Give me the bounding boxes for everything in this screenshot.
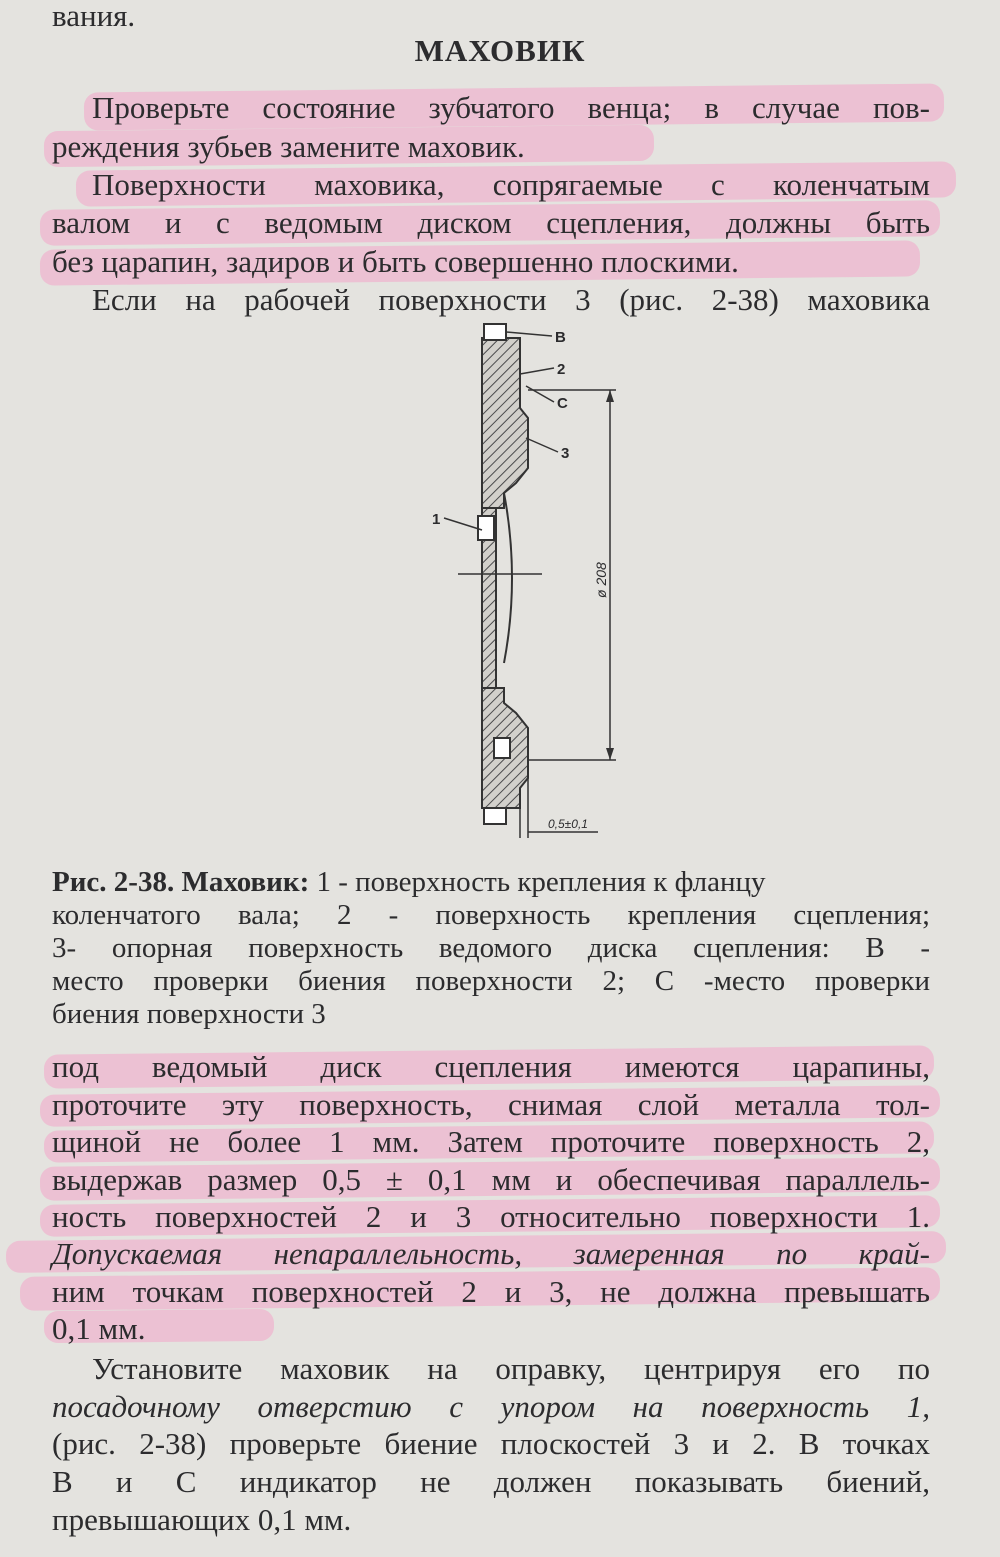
- text-line: превышающих 0,1 мм.: [52, 1502, 352, 1537]
- text-line: без царапин, задиров и быть совершенно п…: [52, 244, 739, 279]
- figure-caption-line: 3- опорная поверхность ведомого диска сц…: [52, 932, 930, 964]
- text-line: ность поверхностей 2 и 3 относительно по…: [52, 1199, 930, 1234]
- text-line: Установите маховик на оправку, центрируя…: [92, 1351, 930, 1386]
- figure-caption-line: место проверки биения поверхности 2; С -…: [52, 965, 930, 997]
- text-line: Если на рабочей поверхности 3 (рис. 2-38…: [92, 282, 930, 317]
- figure-caption-line: биения поверхности 3: [52, 998, 326, 1030]
- caption-title: Рис. 2-38. Маховик:: [52, 866, 310, 898]
- text-line: (рис. 2-38) проверьте биение плоскостей …: [52, 1426, 930, 1461]
- text-line: 0,1 мм.: [52, 1311, 146, 1346]
- text-line: посадочному отверстию с упором на поверх…: [52, 1389, 930, 1424]
- top-fragment: вания.: [52, 0, 136, 33]
- label-c: С: [557, 395, 568, 412]
- text-line: проточите эту поверхность, снимая слой м…: [52, 1087, 930, 1122]
- flywheel-drawing: В 2 С 3 1 ø 208 0,5±0,1: [432, 323, 616, 838]
- label-3: 3: [561, 445, 569, 462]
- label-1: 1: [432, 511, 440, 528]
- text-line: валом и с ведомым диском сцепления, долж…: [52, 205, 930, 240]
- diameter-dimension: ø 208: [593, 562, 609, 598]
- figure-caption-line: Рис. 2-38. Маховик: 1 - поверхность креп…: [52, 866, 766, 898]
- text-line: под ведомый диск сцепления имеются царап…: [52, 1049, 930, 1084]
- label-2: 2: [557, 361, 565, 378]
- text-line: Допускаемая непараллельность, замеренная…: [52, 1236, 930, 1271]
- text-line: Поверхности маховика, сопрягаемые с коле…: [92, 167, 930, 202]
- text-line: ним точкам поверхностей 2 и 3, не должна…: [52, 1274, 930, 1309]
- text-line: В и С индикатор не должен показывать бие…: [52, 1464, 930, 1499]
- thickness-dimension: 0,5±0,1: [548, 817, 588, 831]
- text-line: Проверьте состояние зубчатого венца; в с…: [92, 90, 930, 125]
- figure-caption-line: коленчатого вала; 2 - поверхность крепле…: [52, 899, 930, 931]
- text-line: щиной не более 1 мм. Затем проточите пов…: [52, 1124, 930, 1159]
- label-b: В: [555, 329, 566, 346]
- text-line: выдержав размер 0,5 ± 0,1 мм и обеспечив…: [52, 1162, 930, 1197]
- text-line: реждения зубьев замените маховик.: [52, 129, 525, 164]
- section-heading: МАХОВИК: [414, 33, 586, 68]
